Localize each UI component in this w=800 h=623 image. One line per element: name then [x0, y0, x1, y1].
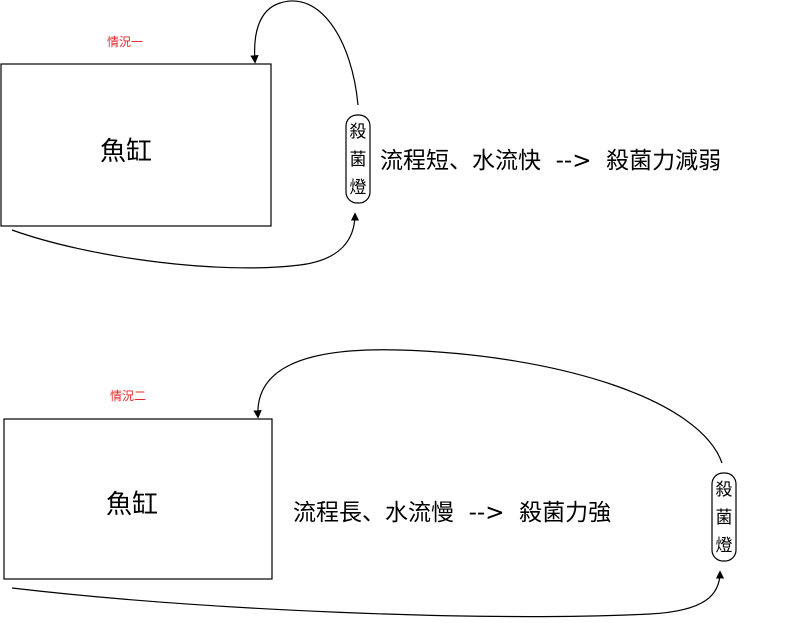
scenario-2-description: 流程長、水流慢 --> 殺菌力強 — [293, 500, 611, 526]
scenario-1-lamp-char-1: 殺 — [350, 122, 367, 142]
scenario-1-uv-lamp — [345, 114, 371, 204]
scenario-2-uv-lamp — [711, 472, 737, 562]
scenario-2: 情況二 魚缸 殺 菌 燈 流程長、水流慢 --> 殺菌力強 — [3, 349, 737, 618]
scenario-2-tank-label: 魚缸 — [106, 490, 158, 520]
scenario-1-return-arrow — [250, 0, 359, 106]
scenario-1-description: 流程短、水流快 --> 殺菌力減弱 — [380, 148, 721, 174]
scenario-1-outflow-arrow — [11, 212, 360, 269]
scenario-1-tank-label: 魚缸 — [100, 137, 152, 167]
scenario-2-return-arrow — [253, 349, 723, 464]
scenario-2-fish-tank — [3, 418, 273, 580]
scenario-1-lamp-char-3: 燈 — [350, 178, 367, 198]
scenario-2-outflow-arrow — [11, 570, 725, 618]
scenario-2-label: 情況二 — [110, 388, 146, 403]
scenario-2-lamp-char-3: 燈 — [716, 536, 733, 556]
scenario-1-label: 情況一 — [107, 34, 143, 49]
scenario-1-lamp-char-2: 菌 — [350, 150, 367, 170]
scenario-1: 情況一 魚缸 殺 菌 燈 流程短、水流快 --> 殺菌力減弱 — [0, 0, 721, 269]
scenario-2-lamp-char-2: 菌 — [716, 508, 733, 528]
scenario-1-fish-tank — [0, 63, 272, 227]
scenario-2-lamp-char-1: 殺 — [716, 480, 733, 500]
